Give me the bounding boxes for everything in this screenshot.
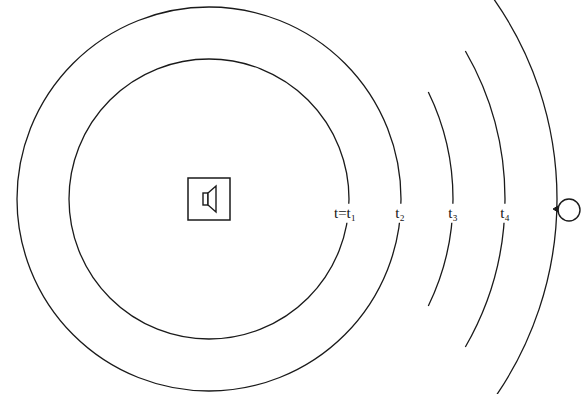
wavefront-circle [17, 7, 401, 391]
wavefront-arc [465, 51, 505, 347]
time-label: t₄ [498, 204, 511, 223]
time-label: t=t₁ [332, 204, 358, 223]
head-nose [553, 206, 558, 212]
listener-head [553, 199, 580, 221]
wavefront-circle [69, 59, 349, 339]
wavefront-arc [428, 92, 453, 306]
head-circle [558, 199, 580, 221]
speaker-magnet [203, 193, 208, 205]
time-label: t₃ [446, 204, 459, 223]
time-label: t₂ [393, 204, 406, 223]
speaker-box [188, 178, 230, 220]
wavefront-arc [491, 0, 557, 394]
speaker-cone [208, 186, 216, 212]
loudspeaker-symbol [188, 178, 230, 220]
